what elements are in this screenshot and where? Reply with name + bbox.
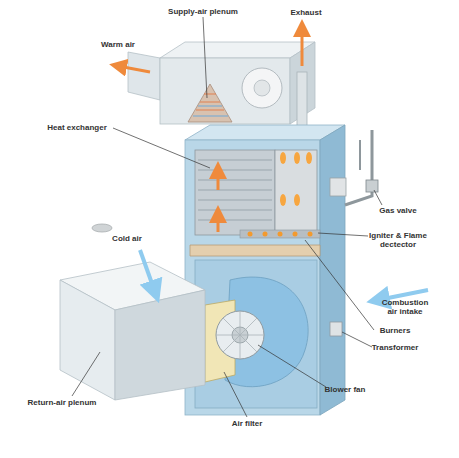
part-label: Gas valve: [368, 206, 428, 215]
part-label: Air filter: [222, 419, 272, 428]
burner-shelf: [190, 245, 320, 256]
floor-vent: [92, 224, 112, 232]
heat-exchanger: [195, 150, 275, 235]
cold-air-arrow: [140, 250, 155, 292]
return-plenum: [60, 262, 205, 400]
part-label: Combustion air intake: [379, 298, 431, 316]
part-label: Return-air plenum: [17, 398, 107, 407]
part-label: Supply-air plenum: [148, 7, 258, 16]
gas-valve: [330, 130, 378, 205]
burner-compartment: [240, 150, 320, 238]
part-label: Igniter & Flame dectector: [362, 231, 434, 249]
part-label: Burners: [370, 326, 420, 335]
part-label: Cold air: [102, 234, 152, 243]
leader-lines: [72, 17, 382, 417]
part-label: Warm air: [93, 40, 143, 49]
blower-compartment: [195, 260, 342, 408]
furnace-cabinet: [185, 125, 345, 415]
part-label: Transformer: [365, 343, 425, 352]
part-label: Blower fan: [315, 385, 375, 394]
part-label: Heat exchanger: [37, 123, 117, 132]
exhaust-arrow: [301, 28, 304, 66]
supply-plenum: [128, 42, 315, 124]
warm-air-arrow: [118, 66, 150, 72]
part-label: Exhaust: [281, 8, 331, 17]
